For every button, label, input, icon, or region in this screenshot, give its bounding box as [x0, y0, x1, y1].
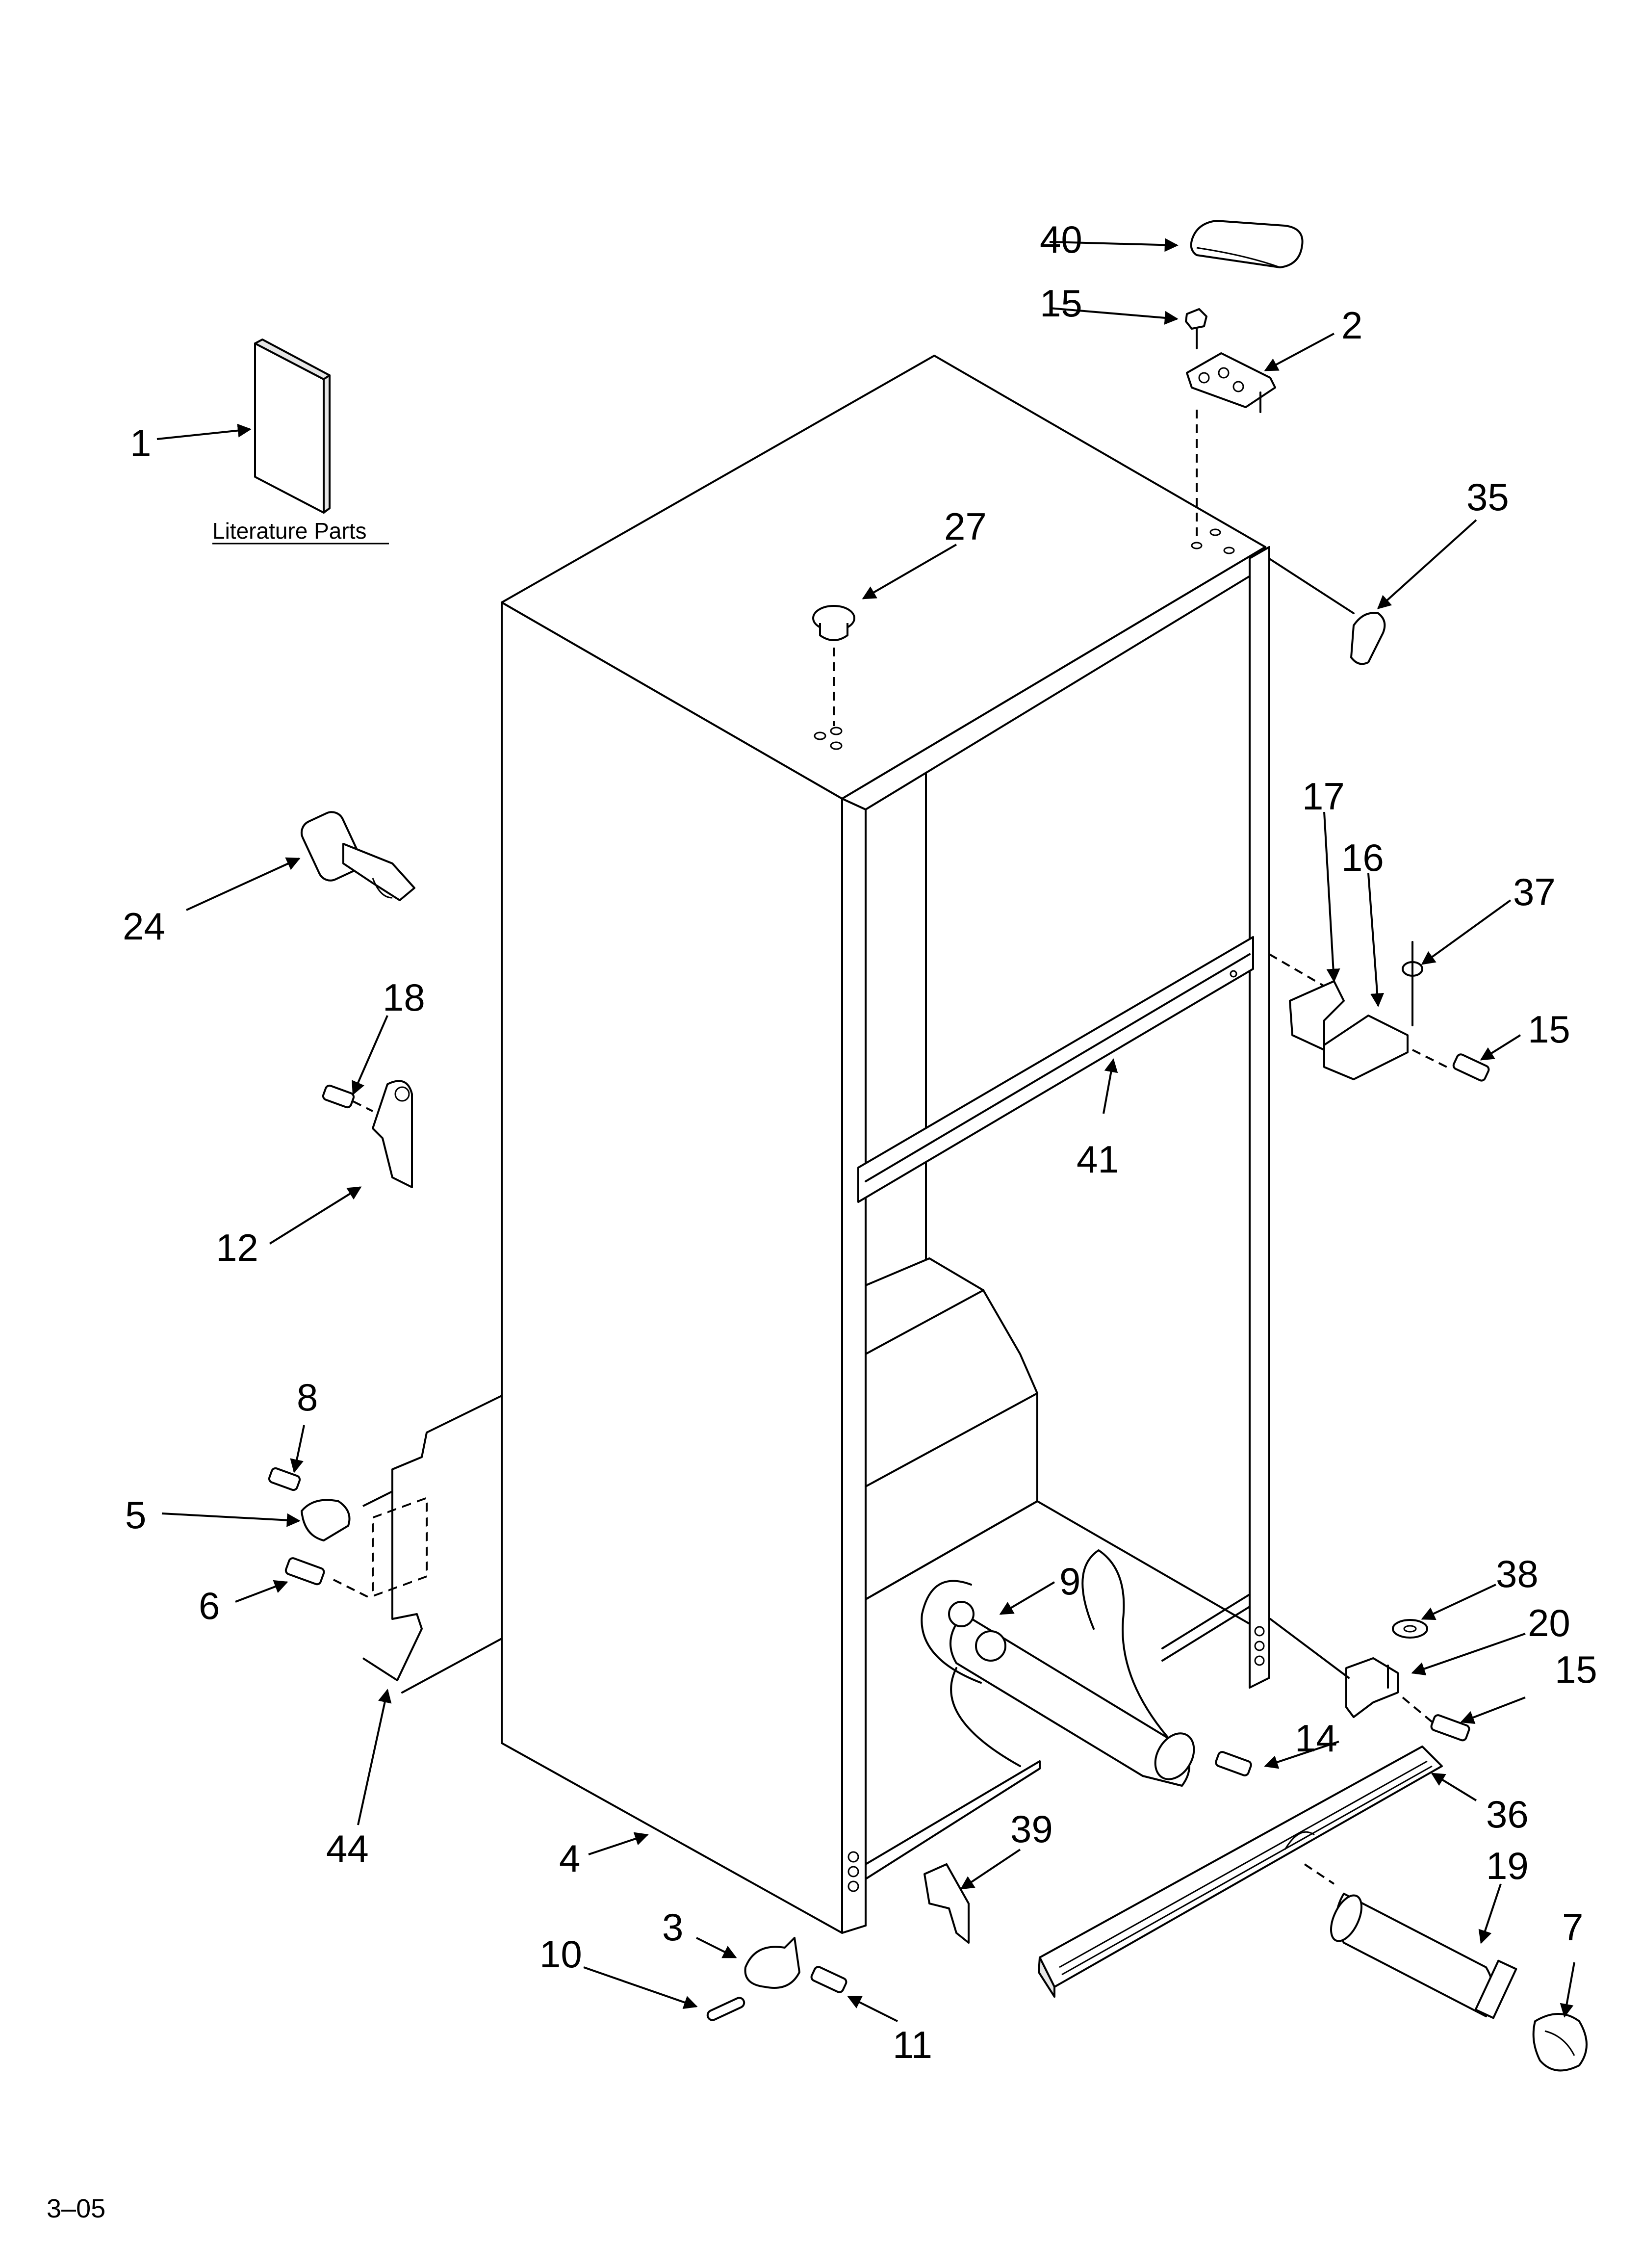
label-part-14: 14: [1295, 1717, 1337, 1760]
label-part-5: 5: [125, 1493, 146, 1537]
left-bracket-assembly: [322, 1080, 413, 1188]
filter-cap-part: [1532, 2013, 1588, 2072]
label-part-11: 11: [893, 2023, 932, 2066]
revision-code: 3–05: [47, 2194, 105, 2223]
label-part-44: 44: [326, 1827, 369, 1870]
label-part-7: 7: [1562, 1905, 1583, 1949]
label-part-4: 4: [559, 1837, 580, 1880]
part-labels: 1 2 3 4 5 6 7 8 9 10 11 12 14 15 15 15 1…: [123, 218, 1597, 2066]
plug-part: [812, 605, 855, 726]
left-lower-assembly: [268, 1467, 428, 1681]
pin-part: [300, 811, 415, 901]
label-part-15-middle: 15: [1528, 1008, 1570, 1051]
hinge-cover-part: [1190, 220, 1304, 268]
label-part-35: 35: [1466, 475, 1509, 519]
label-part-12: 12: [216, 1226, 258, 1269]
bottom-hinge-assembly: [1269, 1618, 1470, 1742]
top-hinge-assembly: [1185, 308, 1276, 540]
label-part-20: 20: [1528, 1601, 1570, 1644]
label-part-36: 36: [1486, 1793, 1529, 1836]
label-part-18: 18: [383, 976, 425, 1019]
label-part-41: 41: [1077, 1138, 1119, 1181]
leader-lines: [156, 238, 1575, 2022]
grille-part: [1038, 1746, 1443, 1998]
label-part-40: 40: [1040, 218, 1082, 261]
literature-parts-caption: Literature Parts: [212, 518, 366, 544]
label-part-39: 39: [1010, 1807, 1053, 1851]
water-filter-part: [1304, 1863, 1517, 2019]
hinge-trim-part: [1269, 558, 1386, 665]
label-part-24: 24: [123, 905, 165, 948]
label-part-15-top: 15: [1040, 282, 1082, 325]
label-part-1: 1: [130, 421, 151, 465]
label-part-15-bottom: 15: [1555, 1648, 1597, 1691]
center-hinge-assembly: [1268, 941, 1490, 1082]
water-tube-assembly: [921, 1549, 1195, 1787]
leveler-assembly: [706, 1937, 847, 2021]
label-part-3: 3: [662, 1905, 683, 1949]
label-part-2: 2: [1341, 304, 1362, 347]
label-part-38: 38: [1496, 1552, 1539, 1595]
clip-part: [924, 1863, 970, 1944]
label-part-9: 9: [1059, 1560, 1080, 1603]
label-part-27: 27: [944, 505, 987, 548]
label-part-6: 6: [199, 1584, 220, 1627]
cabinet-drawing: [391, 355, 1270, 1934]
label-part-17: 17: [1302, 775, 1345, 818]
label-part-10: 10: [539, 1932, 582, 1976]
label-part-37: 37: [1513, 870, 1556, 913]
label-part-19: 19: [1486, 1844, 1529, 1887]
label-part-16: 16: [1341, 836, 1384, 879]
label-part-8: 8: [297, 1376, 318, 1419]
literature-book: [254, 339, 331, 514]
screw-14-part: [1215, 1751, 1252, 1776]
